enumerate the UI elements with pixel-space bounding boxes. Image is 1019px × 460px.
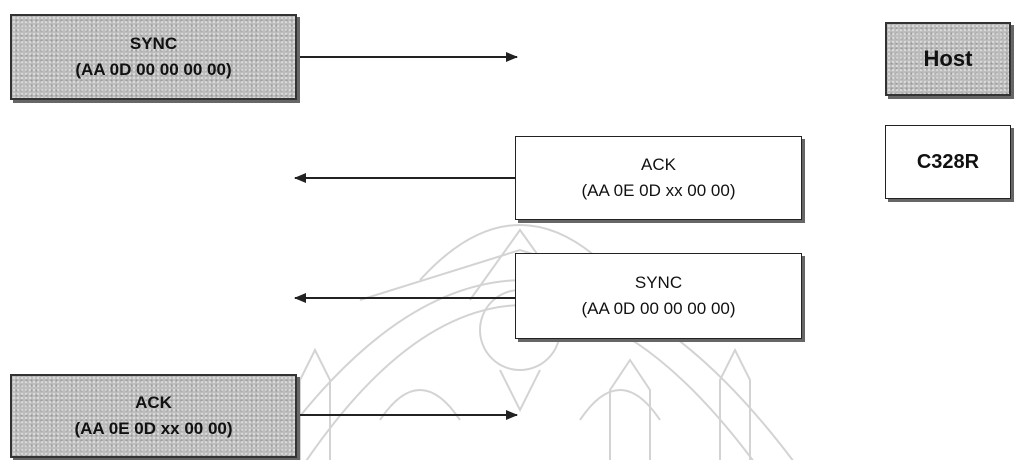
message-title: ACK xyxy=(135,390,172,416)
message-title: ACK xyxy=(641,152,676,178)
host-sync-box: SYNC (AA 0D 00 00 00 00) xyxy=(10,14,297,100)
message-bytes: (AA 0D 00 00 00 00) xyxy=(75,57,231,83)
legend-host: Host xyxy=(885,22,1011,96)
message-title: SYNC xyxy=(130,31,177,57)
legend-camera-label: C328R xyxy=(917,149,979,175)
legend-camera: C328R xyxy=(885,125,1011,199)
message-title: SYNC xyxy=(635,270,682,296)
camera-ack-box: ACK (AA 0E 0D xx 00 00) xyxy=(515,136,802,220)
message-bytes: (AA 0D 00 00 00 00) xyxy=(581,296,735,322)
message-bytes: (AA 0E 0D xx 00 00) xyxy=(74,416,232,442)
legend-host-label: Host xyxy=(924,46,973,72)
camera-sync-box: SYNC (AA 0D 00 00 00 00) xyxy=(515,253,802,339)
message-bytes: (AA 0E 0D xx 00 00) xyxy=(581,178,735,204)
host-ack-box: ACK (AA 0E 0D xx 00 00) xyxy=(10,374,297,458)
